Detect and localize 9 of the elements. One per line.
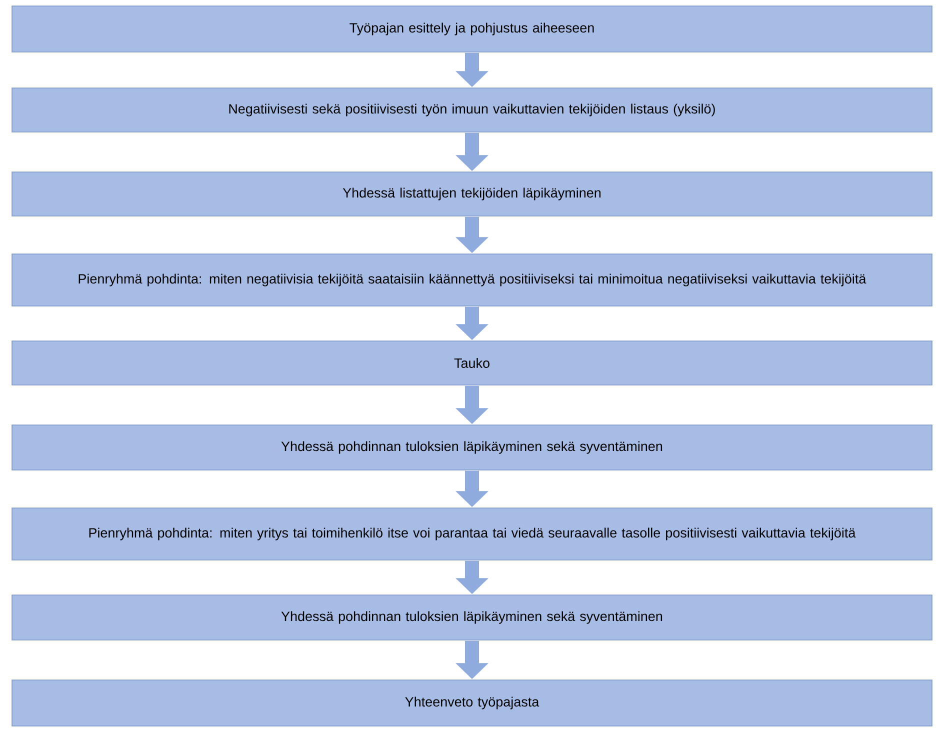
process-box: Yhteenveto työpajasta xyxy=(12,680,932,726)
process-box: Yhdessä pohdinnan tuloksien läpikäyminen sekä syventäminen xyxy=(12,424,932,470)
process-box: Pienryhmä pohdinta: miten negatiivisia tekijöitä saataisiin käännettyä positiiviseksi tai minimoitua negatiiviseksi vaikuttavia tekijöitä xyxy=(12,254,932,306)
process-box: Yhdessä pohdinnan tuloksien läpikäyminen sekä syventäminen xyxy=(12,594,932,640)
process-box: Yhdessä listattujen tekijöiden läpikäyminen xyxy=(12,172,932,216)
process-box: Tauko xyxy=(12,340,932,386)
process-box: Pienryhmä pohdinta: miten yritys tai toimihenkilö itse voi parantaa tai viedä seuraavalle tasolle positiivisesti vaikuttavia tekijöitä xyxy=(12,508,932,560)
process-box: Työpajan esittely ja pohjustus aiheeseen xyxy=(12,6,932,52)
process-box: Negatiivisesti sekä positiivisesti työn imuun vaikuttavien tekijöiden listaus (yksilö) xyxy=(12,88,932,132)
